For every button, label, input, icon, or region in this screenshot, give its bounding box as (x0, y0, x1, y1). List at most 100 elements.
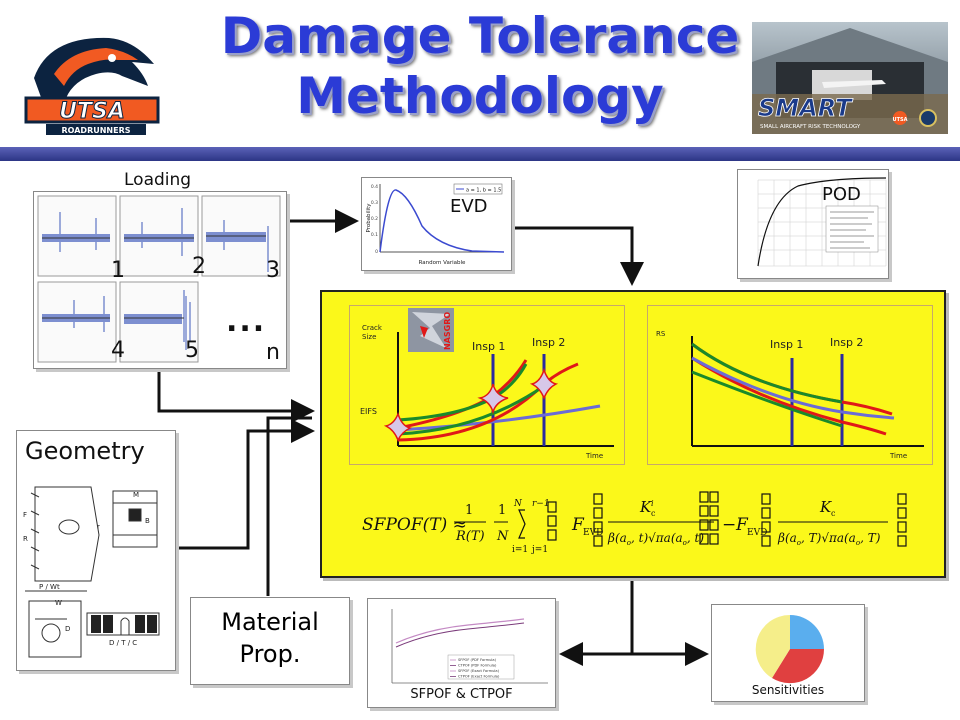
sfpof-box: SFPOF (PDF Formula) CTPOF (PDF Formula) … (367, 598, 556, 708)
geometry-sub-label: D / T / C (109, 639, 137, 647)
rs-curve-green-2 (691, 370, 843, 428)
crack-growth-chart: NASGRO Crack Size EIFS Time Insp 1 Insp … (349, 305, 625, 465)
sensitivities-box: Sensitivities (711, 604, 865, 702)
formula-sum-top: N (513, 499, 523, 509)
formula-den-i: β(ao, t)√πa(ao, t) (607, 531, 704, 547)
utsa-text: UTSA (59, 99, 125, 124)
sfpof-curve-2 (395, 622, 525, 648)
evd-tick: 0 (375, 249, 378, 255)
rs-curve-blue (691, 356, 895, 420)
evd-tick: 0.2 (371, 216, 378, 222)
evd-tick: 0.4 (371, 184, 378, 190)
rs-curve-green-1 (691, 342, 843, 404)
sfpof-label: SFPOF & CTPOF (410, 687, 513, 702)
loading-number-3: 3 (266, 258, 280, 283)
page-title: Damage Tolerance Methodology (190, 6, 770, 126)
geometry-sub-label: F (23, 511, 27, 519)
formula-frac2-den: N (496, 529, 509, 544)
evd-tick: 0.1 (371, 232, 378, 238)
nasgro-text: NASGRO (443, 312, 452, 350)
formula-f-evd-2-sub: EVD (747, 528, 767, 538)
formula-prod-bottom: j=1 (531, 545, 548, 555)
utsa-logo: UTSA ROADRUNNERS (14, 28, 164, 138)
smart-text: SMART (758, 94, 853, 122)
sensitivities-label: Sensitivities (751, 683, 825, 697)
formula-lhs: SFPOF(T) ≈ (362, 515, 467, 535)
material-box: Material Prop. (190, 597, 350, 685)
geometry-sketches: P / Wt W D M B F R r D / T / C (23, 486, 160, 658)
left-xlabel: Time (585, 452, 603, 460)
formula-f-evd-1-sub: EVD (583, 528, 603, 538)
mini-utsa-text: UTSA (893, 117, 908, 123)
analysis-panel: NASGRO Crack Size EIFS Time Insp 1 Insp … (320, 290, 946, 578)
geometry-box: Geometry P / Wt W D M B F (16, 430, 176, 671)
residual-strength-chart: RS Time Insp 1 Insp 2 (647, 305, 933, 465)
formula-frac1-den: R(T) (455, 529, 485, 544)
formula-kc-i-sup: i (651, 499, 654, 508)
sfpof-legend: CTPOF (PDF Formula) (458, 664, 497, 668)
formula-kc-sub: c (831, 509, 836, 518)
left-insp-1-label: Insp 1 (472, 340, 505, 353)
evd-curve (379, 189, 505, 253)
loading-number-4: 4 (111, 338, 125, 363)
loading-number-5: 5 (185, 338, 199, 363)
pod-curve (757, 177, 887, 267)
formula-f-evd-1: F (571, 515, 585, 535)
pod-box: POD (737, 169, 889, 279)
formula-den-t: β(ao, T)√πa(ao, T) (777, 531, 881, 547)
sfpof-legend: SFPOF (PDF Formula) (458, 658, 497, 662)
formula-sum-bottom: i=1 (512, 545, 528, 555)
geometry-sub-label: P / Wt (39, 583, 60, 591)
geometry-sub-label: B (145, 517, 150, 525)
smart-subtext: SMALL AIRCRAFT RISK TECHNOLOGY (760, 124, 861, 130)
loading-number-1: 1 (111, 258, 125, 283)
geometry-sub-label: W (55, 599, 62, 607)
material-label-line-2: Prop. (239, 640, 301, 668)
crack-curve-green-2 (397, 384, 545, 436)
right-xlabel: Time (889, 452, 907, 460)
left-insp-2-label: Insp 2 (532, 336, 565, 349)
formula-frac2-num: 1 (498, 503, 506, 518)
sfpof-formula: SFPOF(T) ≈ 1 R(T) 1 N N i=1 r−1 j=1 F EV… (362, 491, 907, 555)
formula-kc: K (819, 498, 832, 516)
left-ylabel-1: Crack (362, 324, 383, 332)
evd-ylabel: Probability (366, 203, 372, 233)
geometry-sub-label: M (133, 491, 139, 499)
geometry-label: Geometry (25, 437, 145, 465)
formula-minus: − (722, 515, 736, 535)
evd-legend: a = 1, b = 1.5 (466, 188, 501, 194)
right-insp-2-label: Insp 2 (830, 336, 863, 349)
rs-curve-red-2 (691, 356, 887, 436)
loading-title: Loading (124, 170, 192, 190)
evd-tick: 0.3 (371, 200, 378, 206)
loading-box: 1 2 3 4 5 ... n (33, 191, 287, 369)
geometry-sub-label: D (65, 625, 70, 633)
formula-frac1-num: 1 (465, 503, 473, 518)
material-label-line-1: Material (221, 608, 319, 636)
evd-box: a = 1, b = 1.5 Random Variable Probabili… (361, 177, 512, 271)
formula-kc-i: K (639, 498, 652, 516)
right-ylabel: RS (656, 330, 666, 338)
loading-number-n: n (266, 340, 280, 365)
title-line-2: Methodology (296, 67, 664, 125)
roadrunners-text: ROADRUNNERS (61, 126, 130, 135)
eifs-label: EIFS (360, 407, 377, 416)
loading-ellipsis: ... (226, 304, 267, 339)
sfpof-legend: SFPOF (Exact Formula) (458, 669, 500, 673)
geometry-sub-label: R (23, 535, 28, 543)
sensitivities-pie (755, 614, 825, 684)
loading-signals (37, 195, 281, 363)
evd-xlabel: Random Variable (419, 260, 466, 266)
smart-logo: SMART SMALL AIRCRAFT RISK TECHNOLOGY UTS… (752, 22, 948, 134)
formula-prod-top: r−1 (532, 499, 550, 509)
sfpof-legend: CTPOF (Exact Formula) (458, 675, 500, 679)
formula-kc-i-sub: c (651, 509, 656, 518)
header-banner (0, 147, 960, 161)
right-insp-1-label: Insp 1 (770, 338, 803, 351)
formula-f-evd-2: F (735, 515, 749, 535)
evd-label: EVD (450, 196, 488, 217)
title-line-1: Damage Tolerance (220, 7, 740, 65)
loading-number-2: 2 (192, 254, 206, 279)
geometry-sub-label: r (97, 523, 100, 531)
